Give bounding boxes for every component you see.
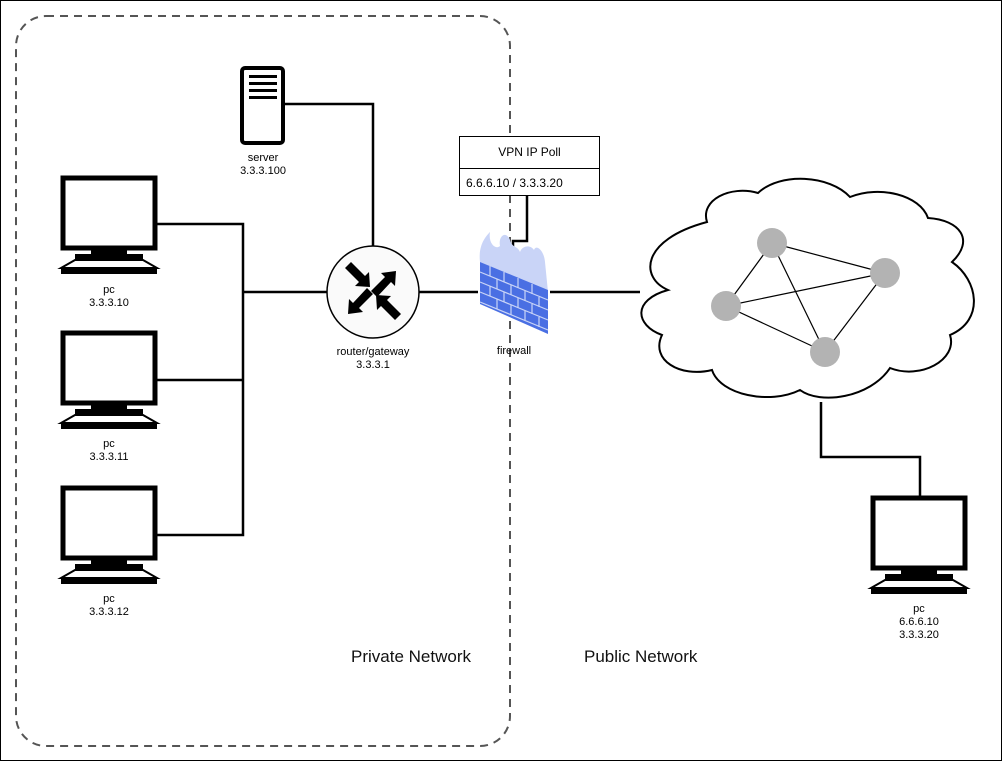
firewall-label: firewall <box>497 345 531 358</box>
pc2-name: pc <box>103 438 115 450</box>
pc1-name: pc <box>103 284 115 296</box>
router-ip: 3.3.3.1 <box>356 359 390 371</box>
server-ip: 3.3.3.100 <box>240 165 286 177</box>
pc3-icon[interactable] <box>57 485 161 584</box>
pc1-icon[interactable] <box>57 175 161 274</box>
vpn-ip-pool-box[interactable]: VPN IP Poll 6.6.6.10 / 3.3.3.20 <box>459 136 600 196</box>
pc2-icon[interactable] <box>57 330 161 429</box>
vpn-pool-value: 6.6.6.10 / 3.3.3.20 <box>466 176 563 190</box>
pc2-ip: 3.3.3.11 <box>89 451 129 463</box>
server-icon[interactable] <box>240 66 285 145</box>
remote-pc-icon[interactable] <box>867 495 971 594</box>
remote-pc-label: pc 6.6.6.10 3.3.3.20 <box>899 603 939 642</box>
pc3-name: pc <box>103 593 115 605</box>
cloud-node <box>711 291 741 321</box>
server-label: server 3.3.3.100 <box>240 152 286 178</box>
cloud-node <box>810 337 840 367</box>
vpn-pool-title: VPN IP Poll <box>460 137 599 169</box>
router-icon[interactable] <box>326 245 420 339</box>
router-name: router/gateway <box>336 346 410 358</box>
pc1-label: pc 3.3.3.10 <box>89 284 129 310</box>
link-server-router <box>285 102 375 246</box>
public-network-label: Public Network <box>584 647 698 666</box>
pc2-label: pc 3.3.3.11 <box>90 438 129 464</box>
firewall-icon[interactable] <box>479 232 549 334</box>
internet-cloud-icon[interactable] <box>640 177 975 399</box>
cloud-node <box>757 228 787 258</box>
cloud-node <box>870 258 900 288</box>
private-network-zone <box>15 15 511 747</box>
connections <box>157 102 922 537</box>
pc3-label: pc 3.3.3.12 <box>89 593 129 619</box>
remote-pc-name: pc <box>913 603 925 615</box>
remote-pc-vpn-ip: 3.3.3.20 <box>899 629 939 641</box>
remote-pc-ip: 6.6.6.10 <box>899 616 939 628</box>
pc3-ip: 3.3.3.12 <box>89 606 129 618</box>
router-label: router/gateway 3.3.3.1 <box>337 346 410 372</box>
pc1-ip: 3.3.3.10 <box>89 297 129 309</box>
firewall-name: firewall <box>496 345 532 357</box>
link-cloud-remote-pc <box>819 402 922 497</box>
private-network-label: Private Network <box>351 647 471 666</box>
server-name: server <box>247 152 279 164</box>
